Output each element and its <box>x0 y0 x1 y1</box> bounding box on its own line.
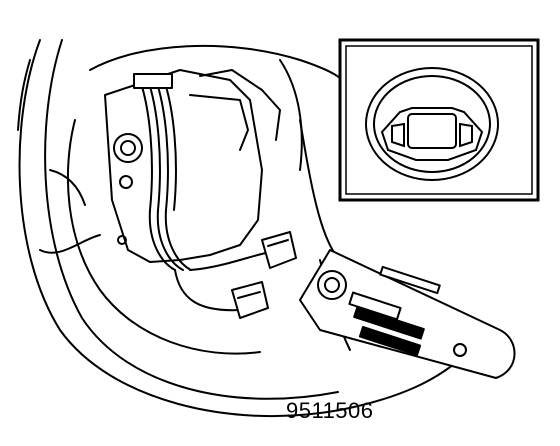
connector-plug-upper <box>261 231 297 269</box>
mounting-bolt <box>113 133 143 163</box>
steering-wheel-inset-icon <box>338 38 540 202</box>
airbag-connector-tool-icon <box>299 249 516 379</box>
steering-wheel-inner-rim <box>66 119 261 355</box>
figure-number: 9511506 <box>286 398 374 423</box>
connector-lead <box>189 251 271 271</box>
wire-harness <box>139 79 176 271</box>
steering-wheel-rim <box>18 39 471 418</box>
connector-plug-lower <box>231 281 269 319</box>
hub-plate <box>104 69 263 263</box>
